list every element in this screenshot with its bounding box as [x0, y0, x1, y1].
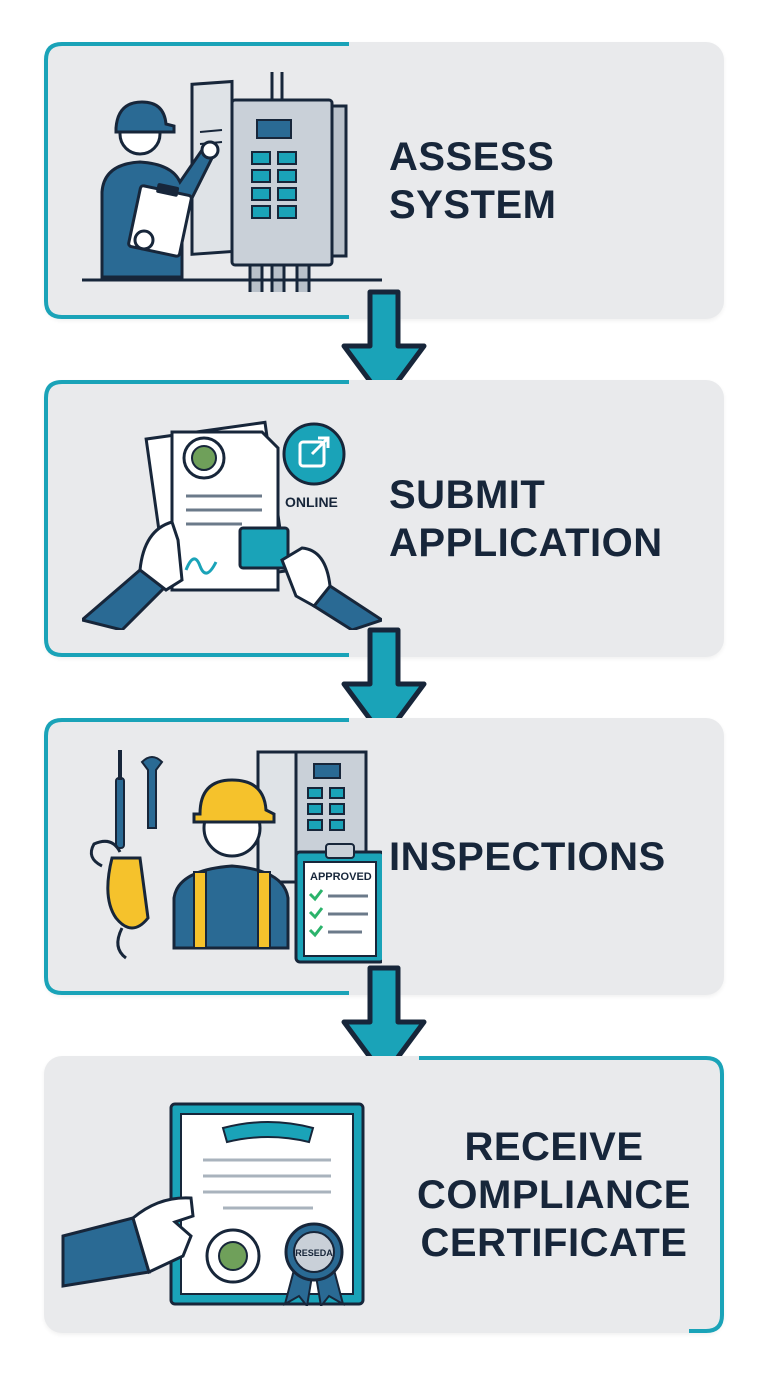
signature-icon	[184, 557, 218, 575]
tools-icon	[89, 750, 164, 960]
approved-badge-text: APPROVED	[310, 871, 372, 883]
step-title-line: SYSTEM	[389, 182, 557, 227]
step-title-inspections: INSPECTIONS	[389, 718, 704, 995]
step-card-submit: ONLINE SUBMIT APPLICATION	[44, 380, 724, 657]
down-arrow-icon	[341, 965, 427, 1079]
electrical-panel-icon	[190, 72, 348, 292]
down-arrow-icon	[341, 289, 427, 403]
inspector-icon: APPROVED	[89, 750, 382, 964]
certificate-icon: RESEDA	[61, 1102, 365, 1306]
down-arrow-icon	[341, 627, 427, 741]
ribbon-icon: RESEDA	[283, 1222, 345, 1306]
seal-badge-text: RESEDA	[295, 1248, 333, 1258]
approved-checklist-icon: APPROVED	[294, 843, 382, 964]
online-badge-text: ONLINE	[285, 494, 338, 510]
step-title-receive: RECEIVE COMPLIANCE CERTIFICATE	[404, 1056, 704, 1333]
electrician-icon	[82, 72, 382, 292]
step-card-assess: ASSESS SYSTEM	[44, 42, 724, 319]
application-document-icon: ONLINE	[82, 420, 382, 630]
step-title-line: APPLICATION	[389, 520, 663, 565]
step-title-assess: ASSESS SYSTEM	[389, 42, 704, 319]
step-card-receive: RESEDA RECEIVE COMPLIANCE CERTIFICATE	[44, 1056, 724, 1333]
step-title-line: ASSESS	[389, 134, 555, 179]
seal-icon	[205, 1228, 261, 1284]
step-title-line: COMPLIANCE	[417, 1172, 691, 1217]
step-title-submit: SUBMIT APPLICATION	[389, 380, 704, 657]
step-title-line: CERTIFICATE	[420, 1220, 688, 1265]
step-title-line: INSPECTIONS	[389, 834, 666, 879]
step-title-line: RECEIVE	[464, 1124, 644, 1169]
step-title-line: SUBMIT	[389, 472, 546, 517]
external-link-icon	[282, 422, 346, 486]
step-card-inspections: APPROVED INSPECTIONS	[44, 718, 724, 995]
